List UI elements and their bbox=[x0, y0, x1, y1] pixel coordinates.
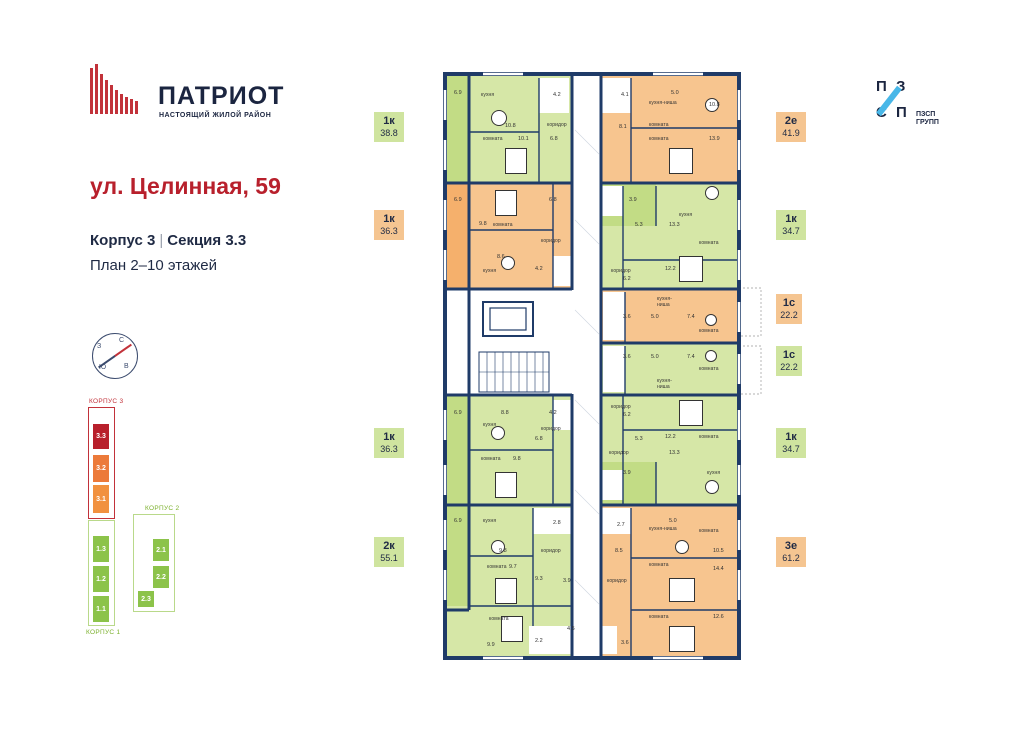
floors-label: План 2–10 этажей bbox=[90, 257, 217, 274]
building-label: Корпус 3 bbox=[90, 232, 156, 249]
bed-icon bbox=[679, 400, 703, 426]
floor-plan: 6.9 кухня 4.2 10.8 комната 10.1 коридор … bbox=[443, 70, 743, 664]
compass-south: Ю bbox=[99, 364, 107, 371]
table-icon bbox=[705, 350, 717, 362]
brand-name: ПАТРИОТ bbox=[158, 82, 285, 110]
logo-bars-graphic bbox=[90, 64, 150, 114]
section-2-1[interactable]: 2.1 bbox=[153, 539, 169, 561]
compass-east: В bbox=[124, 363, 129, 370]
section-2-3[interactable]: 2.3 bbox=[138, 591, 154, 607]
bed-icon bbox=[669, 148, 693, 174]
table-icon bbox=[705, 98, 719, 112]
section-1-3[interactable]: 1.3 bbox=[93, 536, 109, 562]
brand-logo: ПАТРИОТ НАСТОЯЩИЙ ЖИЛОЙ РАЙОН bbox=[90, 64, 310, 124]
bed-icon bbox=[495, 578, 517, 604]
address-title: ул. Целинная, 59 bbox=[90, 173, 281, 199]
developer-name-2: ГРУПП bbox=[916, 119, 939, 126]
bed-icon bbox=[679, 256, 703, 282]
section-2-2[interactable]: 2.2 bbox=[153, 566, 169, 588]
brand-tagline: НАСТОЯЩИЙ ЖИЛОЙ РАЙОН bbox=[159, 112, 272, 119]
table-icon bbox=[501, 256, 515, 270]
korpus1-label: КОРПУС 1 bbox=[86, 629, 121, 636]
floor-plan-walls bbox=[443, 72, 741, 660]
korpus3-label: КОРПУС 3 bbox=[89, 398, 124, 405]
table-icon bbox=[705, 314, 717, 326]
section-1-2[interactable]: 1.2 bbox=[93, 566, 109, 592]
developer-name-1: ПЗСП bbox=[916, 111, 936, 118]
table-icon bbox=[675, 540, 689, 554]
compass-icon: С Ю В З bbox=[92, 333, 138, 379]
table-icon bbox=[491, 540, 505, 554]
section-1-1[interactable]: 1.1 bbox=[93, 596, 109, 622]
korpus2-label: КОРПУС 2 bbox=[145, 505, 180, 512]
table-icon bbox=[705, 186, 719, 200]
section-label: Секция 3.3 bbox=[167, 232, 247, 249]
bed-icon bbox=[501, 616, 523, 642]
compass-west: З bbox=[97, 343, 102, 350]
bed-icon bbox=[669, 578, 695, 602]
bed-icon bbox=[495, 472, 517, 498]
table-icon bbox=[491, 426, 505, 440]
table-icon bbox=[491, 110, 507, 126]
bed-icon bbox=[669, 626, 695, 652]
bed-icon bbox=[495, 190, 517, 216]
section-3-2[interactable]: 3.2 bbox=[93, 455, 109, 482]
table-icon bbox=[705, 480, 719, 494]
building-section-line: Корпус 3|Секция 3.3 bbox=[90, 232, 247, 249]
section-3-3[interactable]: 3.3 bbox=[93, 424, 109, 449]
bed-icon bbox=[505, 148, 527, 174]
compass-north: С bbox=[119, 337, 125, 344]
section-3-1[interactable]: 3.1 bbox=[93, 485, 109, 513]
